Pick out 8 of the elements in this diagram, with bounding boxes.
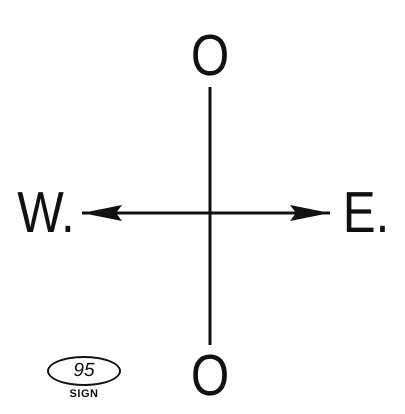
line bbox=[208, 87, 212, 345]
direction-letter: O bbox=[188, 345, 232, 407]
direction-letter: W. bbox=[15, 182, 77, 244]
double-arrow bbox=[82, 205, 330, 221]
sign-number: 95 bbox=[47, 356, 121, 386]
caption: SIGN bbox=[68, 388, 100, 400]
direction-letter: O bbox=[188, 25, 232, 87]
direction-letter: E. bbox=[335, 182, 397, 244]
